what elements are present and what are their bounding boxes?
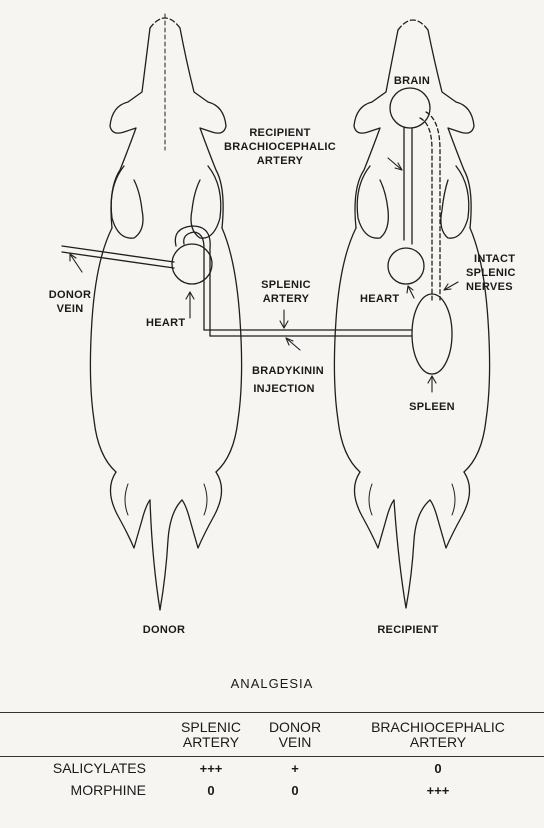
row-label-morphine: MORPHINE <box>0 779 164 801</box>
table-cell: +++ <box>332 779 544 801</box>
bradykinin-label-1: BRADYKININ <box>252 365 324 377</box>
bradykinin-label-2: INJECTION <box>253 383 314 395</box>
table-cell: +++ <box>164 757 258 780</box>
table-cell: + <box>258 757 332 780</box>
corner-cell <box>0 716 164 757</box>
spleen-label: SPLEEN <box>409 401 455 413</box>
donor-heart <box>172 244 212 284</box>
brain-label: BRAIN <box>394 75 430 87</box>
donor-caption: DONOR <box>143 624 185 636</box>
table-cell: 0 <box>332 757 544 780</box>
intact-label-3: NERVES <box>466 281 513 293</box>
table-top-rule <box>0 712 544 713</box>
recipient-rat-outline <box>334 20 489 608</box>
recipient-heart-label: HEART <box>360 293 399 305</box>
recipient-artery-label-3: ARTERY <box>257 155 304 167</box>
splenic-artery-label-2: ARTERY <box>263 293 310 305</box>
diagram-drawing: BRAIN RECIPIENT BRACHIOCEPHALIC ARTERY I… <box>0 0 544 700</box>
table-row: MORPHINE 0 0 +++ <box>0 779 544 801</box>
recipient-artery-label-1: RECIPIENT <box>249 127 310 139</box>
donor-heart-label: HEART <box>146 317 185 329</box>
donor-vein-label-1: DONOR <box>49 289 91 301</box>
recipient-heart <box>388 248 424 284</box>
table-cell: 0 <box>164 779 258 801</box>
donor-vein-label-2: VEIN <box>57 303 84 315</box>
recipient-caption: RECIPIENT <box>377 624 438 636</box>
splenic-artery-label-1: SPLENIC <box>261 279 311 291</box>
intact-label-1: INTACT <box>474 253 515 265</box>
table-title: ANALGESIA <box>231 676 314 691</box>
table-cell: 0 <box>258 779 332 801</box>
intact-label-2: SPLENIC <box>466 267 516 279</box>
recipient-spleen <box>412 294 452 374</box>
row-label-salicylates: SALICYLATES <box>0 757 164 780</box>
recipient-artery-label-2: BRACHIOCEPHALIC <box>224 141 336 153</box>
recipient-brain <box>390 88 430 128</box>
donor-rat-outline <box>90 14 241 610</box>
table-row: SALICYLATES +++ + 0 <box>0 757 544 780</box>
